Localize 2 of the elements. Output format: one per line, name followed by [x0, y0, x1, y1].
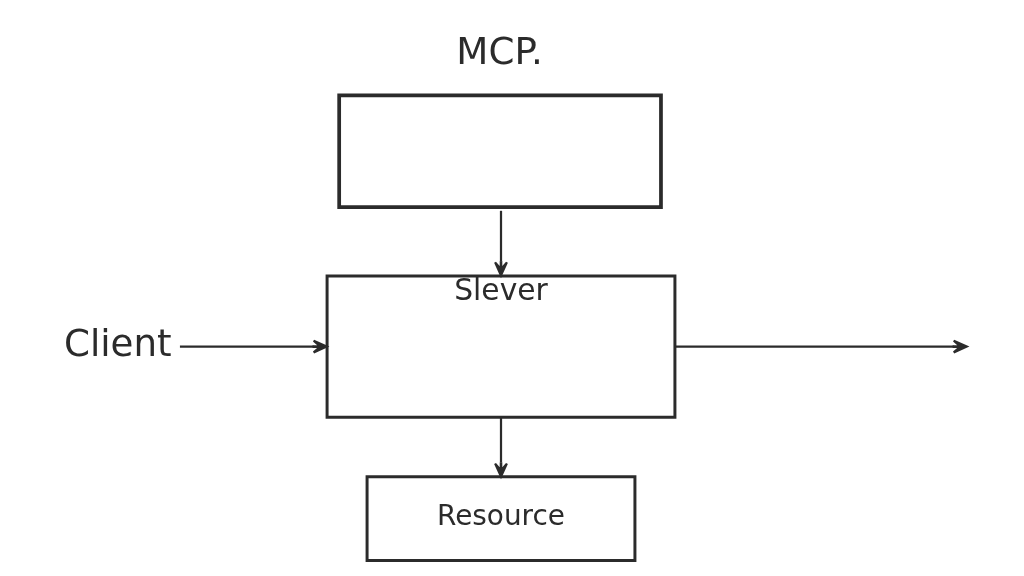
node-text: Client — [63, 320, 172, 365]
node-label: MCP. — [455, 28, 543, 73]
